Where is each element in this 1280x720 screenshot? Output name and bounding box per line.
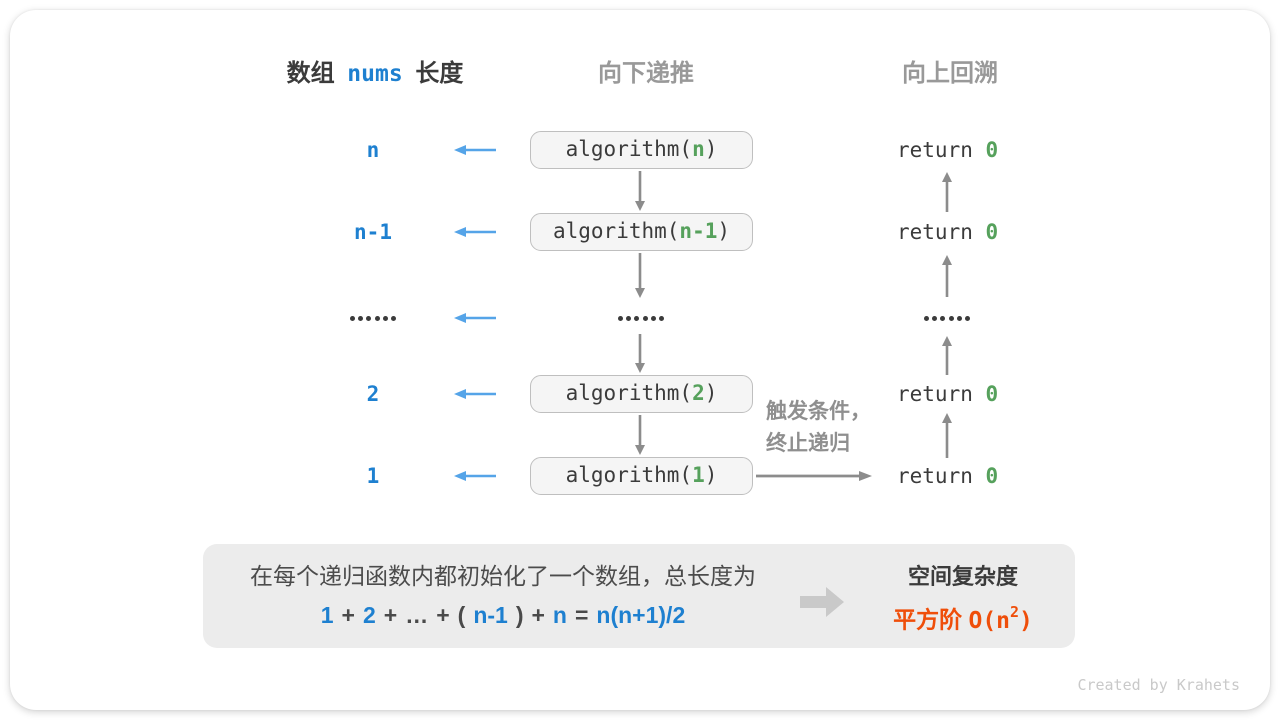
formula-segment: +	[531, 602, 545, 628]
up-arrow-icon	[939, 336, 955, 380]
call-box-algorithm-2: algorithm(2)	[530, 375, 753, 413]
formula-segment: n(n+1)/2	[596, 602, 686, 628]
left-arrow-icon	[452, 311, 498, 330]
down-arrow-icon	[632, 334, 648, 378]
complexity-order-label: 平方阶	[893, 606, 969, 633]
space-complexity-value: 平方阶 O(n2)	[858, 598, 1068, 637]
return-keyword: return	[897, 138, 986, 162]
return-keyword: return	[897, 464, 986, 488]
up-arrow-icon	[939, 255, 955, 302]
formula-segment: +	[383, 602, 398, 628]
credit-text: Created by Krahets	[1077, 676, 1240, 694]
return-value: 0	[985, 382, 999, 406]
return-value: 0	[985, 464, 999, 488]
formula-segment: n	[552, 602, 567, 628]
call-text: algorithm(	[552, 219, 680, 243]
summary-description: 在每个递归函数内都初始化了一个数组，总长度为	[250, 563, 756, 589]
left-arrow-icon	[452, 387, 498, 406]
termination-annotation-line1: 触发条件，	[766, 400, 871, 423]
call-text-close: )	[704, 463, 718, 487]
space-complexity-title: 空间复杂度	[907, 564, 1018, 589]
header-nums-code: nums	[347, 61, 403, 87]
down-arrow-icon	[632, 415, 648, 460]
termination-annotation-line2: 终止递归	[766, 432, 850, 455]
call-text-close: )	[704, 381, 718, 405]
formula-segment: =	[574, 602, 589, 628]
formula-segment: +	[436, 602, 450, 628]
return-statement: return 0	[897, 380, 998, 408]
call-box-algorithm-1: algorithm(1)	[530, 457, 753, 495]
formula-segment: 2	[362, 602, 376, 628]
call-arg: 2	[692, 381, 705, 405]
big-o-notation: O(n2)	[968, 603, 1033, 634]
header-array-length: 数组 nums 长度	[225, 59, 525, 89]
call-arg: 1	[692, 463, 705, 487]
length-label-2: 2	[366, 382, 380, 406]
call-text: algorithm(	[565, 463, 693, 487]
return-statement: return 0	[897, 462, 998, 490]
ellipsis-dots-left	[293, 314, 453, 322]
left-arrow-icon	[452, 225, 498, 244]
header-upward-backtracking: 向上回溯	[902, 60, 998, 87]
call-box-algorithm-n-1: algorithm(n-1)	[530, 213, 753, 251]
header-array-text-prefix: 数组	[286, 60, 335, 87]
call-text: algorithm(	[565, 137, 693, 161]
header-downward-recursion: 向下递推	[598, 60, 694, 87]
down-arrow-icon	[632, 171, 648, 216]
up-arrow-icon	[939, 413, 955, 463]
formula-segment: +	[341, 602, 355, 628]
call-text-close: )	[717, 219, 731, 243]
ellipsis-dots-middle	[561, 314, 721, 322]
formula-segment: n-1	[473, 602, 508, 628]
call-text-close: )	[704, 137, 718, 161]
length-label-n: n	[366, 138, 380, 162]
up-arrow-icon	[939, 172, 955, 217]
block-arrow-icon	[800, 583, 844, 626]
termination-annotation: 触发条件， 终止递归	[766, 396, 871, 460]
return-value: 0	[985, 220, 999, 244]
formula-segment: )	[515, 602, 524, 628]
formula-segment: …	[405, 602, 429, 628]
length-label-1: 1	[366, 464, 380, 488]
return-keyword: return	[897, 220, 986, 244]
call-text: algorithm(	[565, 381, 693, 405]
left-arrow-icon	[452, 469, 498, 488]
formula-segment: (	[457, 602, 466, 628]
return-value: 0	[985, 138, 999, 162]
ellipsis-dots-right	[867, 314, 1027, 322]
return-statement: return 0	[897, 136, 998, 164]
formula-segment: 1	[320, 602, 334, 628]
summary-formula: 1 +2 + … + ( n-1) + n = n(n+1)/2	[208, 599, 798, 631]
return-statement: return 0	[897, 218, 998, 246]
right-arrow-icon	[756, 469, 872, 488]
call-arg: n	[692, 137, 705, 161]
summary-panel	[203, 544, 1075, 648]
call-box-algorithm-n: algorithm(n)	[530, 131, 753, 169]
call-arg: n-1	[679, 219, 718, 243]
return-keyword: return	[897, 382, 986, 406]
header-array-text-suffix: 长度	[415, 60, 464, 87]
length-label-n-1: n-1	[354, 220, 392, 244]
left-arrow-icon	[452, 143, 498, 162]
down-arrow-icon	[632, 253, 648, 303]
